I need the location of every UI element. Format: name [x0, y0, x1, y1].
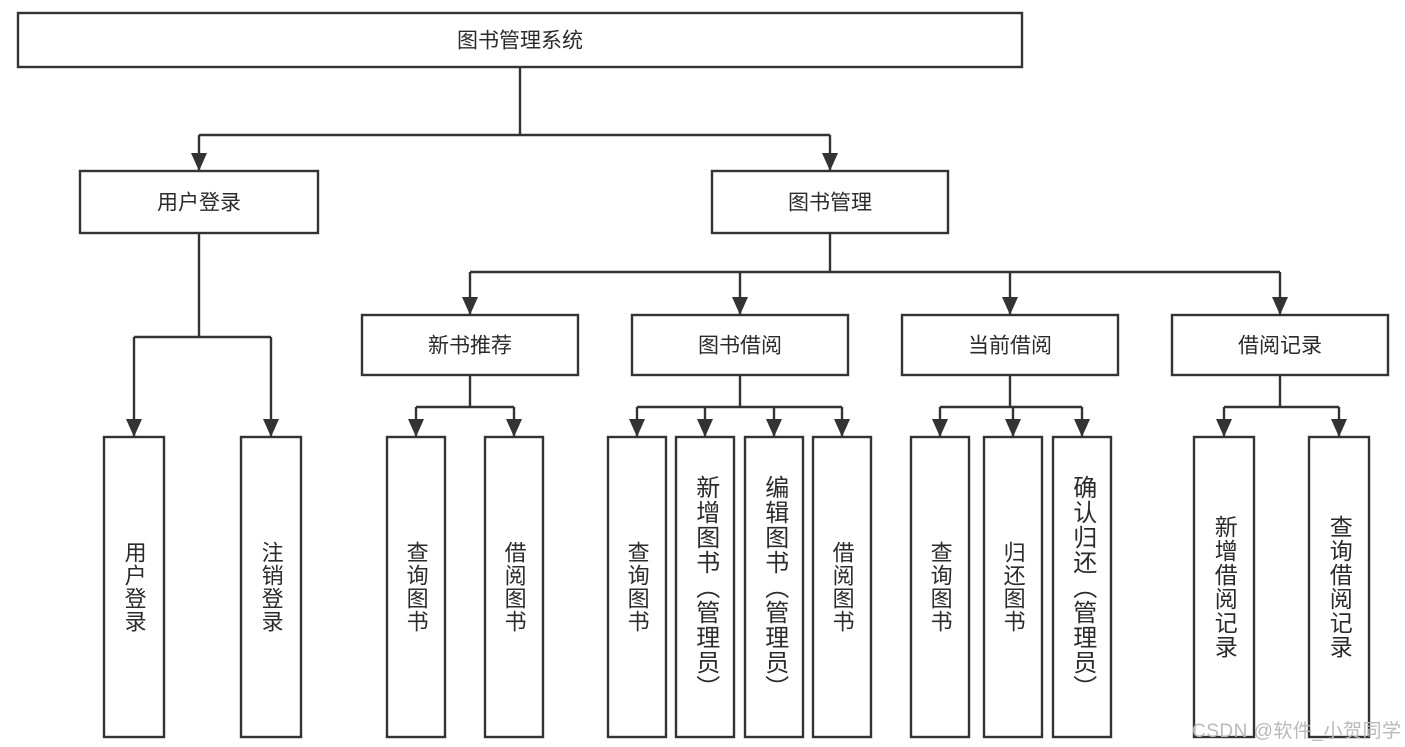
node-box-root: [16, 11, 1024, 69]
node-box-book-manage: [710, 169, 950, 235]
node-box-leaf-add-book: [674, 435, 736, 739]
node-label-new-book-recommend: 新书推荐: [428, 335, 512, 358]
node-box-leaf-add-record: [1192, 435, 1256, 739]
node-label-user-login: 用户登录: [157, 192, 241, 215]
arrow-head-root-1: [822, 153, 838, 171]
node-box-leaf-query-book-1: [385, 435, 447, 739]
arrow-head-book-manage-1: [732, 297, 748, 315]
node-box-leaf-query-record: [1307, 435, 1371, 739]
arrow-head-book-borrow-1: [697, 419, 713, 437]
arrow-head-borrow-record-0: [1216, 419, 1232, 437]
arrow-head-new-book-recommend-0: [408, 419, 424, 437]
arrow-head-user-login-1: [263, 419, 279, 437]
node-box-leaf-user-logout: [239, 435, 303, 739]
arrow-head-book-borrow-3: [834, 419, 850, 437]
arrow-head-book-borrow-0: [629, 419, 645, 437]
node-box-leaf-user-login: [102, 435, 166, 739]
arrow-head-book-manage-3: [1272, 297, 1288, 315]
arrow-head-borrow-record-1: [1331, 419, 1347, 437]
arrow-head-current-borrow-2: [1074, 419, 1090, 437]
node-box-leaf-return-book: [982, 435, 1044, 739]
arrow-head-book-manage-2: [1002, 297, 1018, 315]
node-label-current-borrow: 当前借阅: [968, 335, 1052, 358]
node-box-leaf-confirm-return: [1051, 435, 1113, 739]
node-box-book-borrow: [630, 313, 850, 377]
node-label-root: 图书管理系统: [457, 30, 583, 53]
node-box-leaf-query-book-2: [606, 435, 668, 739]
node-box-current-borrow: [900, 313, 1120, 377]
node-box-user-login: [78, 169, 320, 235]
node-box-new-book-recommend: [360, 313, 580, 377]
arrow-head-current-borrow-1: [1005, 419, 1021, 437]
node-box-leaf-query-book-3: [909, 435, 971, 739]
arrow-head-book-borrow-2: [766, 419, 782, 437]
arrow-head-root-0: [191, 153, 207, 171]
node-box-leaf-edit-book: [743, 435, 805, 739]
node-label-borrow-record: 借阅记录: [1238, 335, 1322, 358]
node-box-leaf-borrow-book-1: [483, 435, 545, 739]
node-label-book-borrow: 图书借阅: [698, 335, 782, 358]
arrow-head-book-manage-0: [462, 297, 478, 315]
boxes-layer: [16, 11, 1390, 739]
arrow-head-user-login-0: [126, 419, 142, 437]
arrow-head-current-borrow-0: [932, 419, 948, 437]
arrow-head-new-book-recommend-1: [506, 419, 522, 437]
node-box-borrow-record: [1170, 313, 1390, 377]
node-box-leaf-borrow-book-2: [811, 435, 873, 739]
connectors-layer: [126, 67, 1347, 437]
node-label-book-manage: 图书管理: [788, 192, 872, 215]
